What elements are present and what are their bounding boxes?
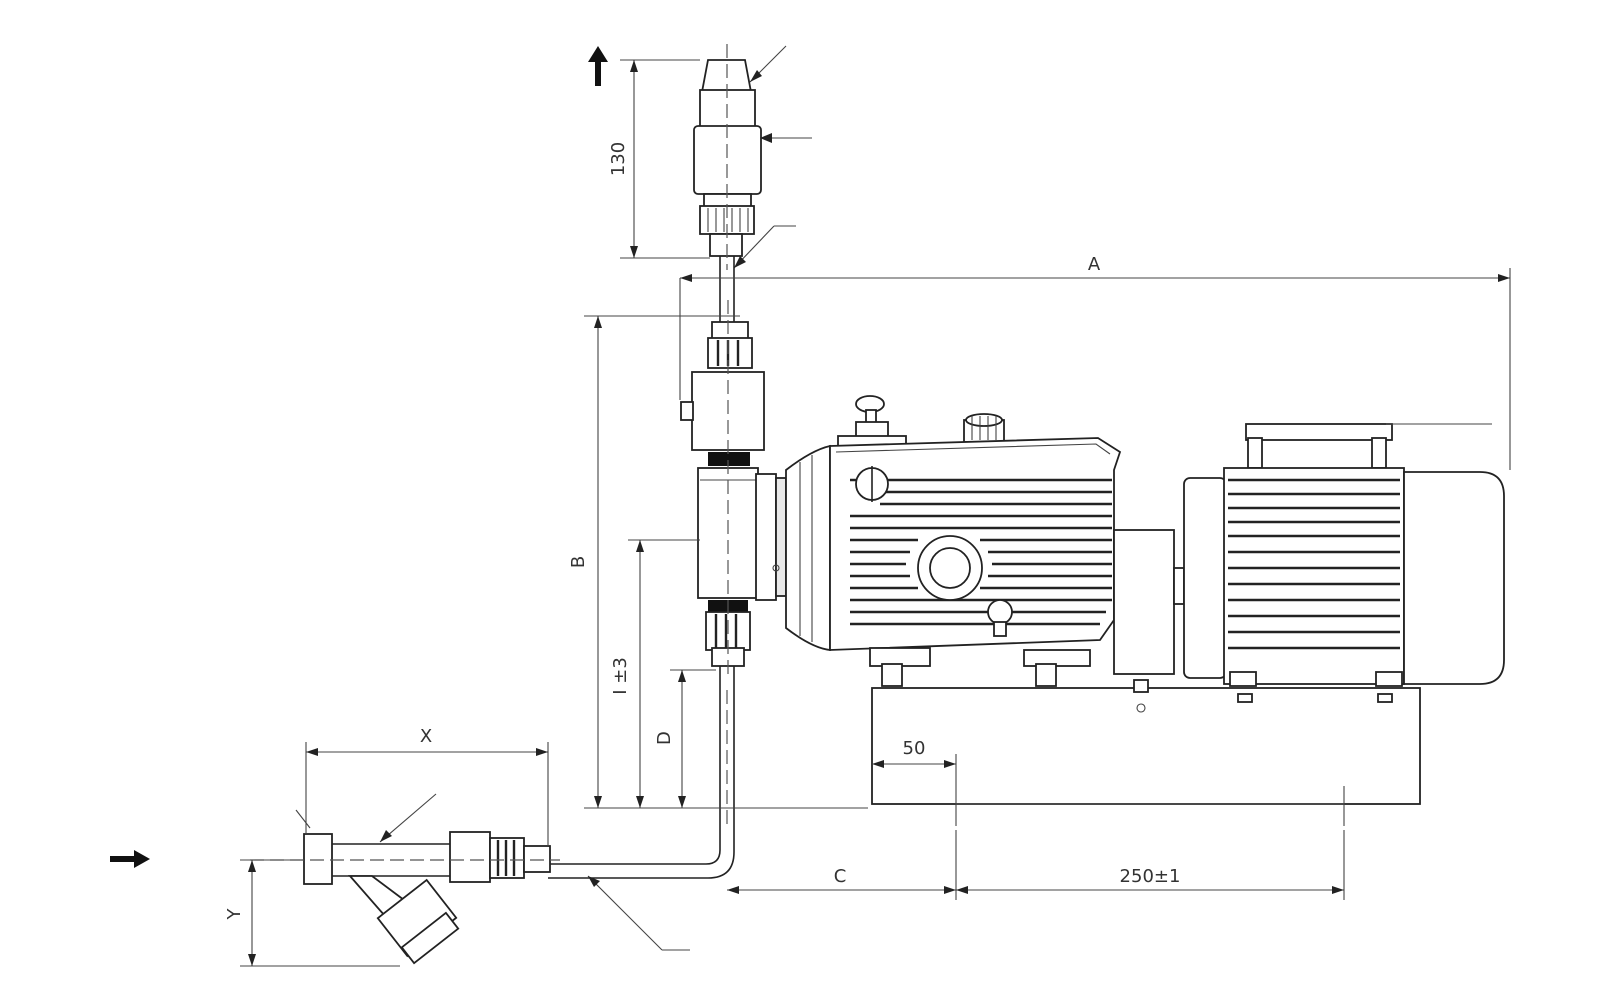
dimension-label-Y: Y <box>224 908 245 921</box>
dimension-label-B: B <box>568 556 589 568</box>
dimension-label-X: X <box>420 726 432 747</box>
electric-motor <box>1183 423 1505 687</box>
suction-pipe <box>548 666 735 951</box>
dimension-B: B <box>568 315 740 808</box>
foot-valve-strainer <box>250 793 560 965</box>
dimension-50: 50 <box>872 738 957 826</box>
motor-fins <box>1228 478 1400 650</box>
gearbox-fins <box>850 478 1112 626</box>
dimension-I: I ±3 <box>610 539 700 808</box>
pump-head <box>680 256 787 680</box>
dimension-label-50: 50 <box>903 738 926 759</box>
base-plate <box>871 679 1421 805</box>
dimension-Y: Y <box>224 859 400 967</box>
foot-hole-centerline <box>956 786 1345 826</box>
dimension-A: A <box>679 254 1511 470</box>
dimension-label-D: D <box>654 731 675 745</box>
dimension-130: 130 <box>608 59 710 259</box>
dimension-D: D <box>654 669 716 808</box>
drive-housing <box>785 395 1185 687</box>
outlet-up-arrow <box>588 46 608 86</box>
dimension-label-A: A <box>1088 254 1101 275</box>
discharge-valve <box>693 44 812 270</box>
dimension-250: 250±1 <box>956 866 1344 894</box>
dimension-label-250: 250±1 <box>1120 866 1181 887</box>
inlet-right-arrow <box>110 850 150 868</box>
dimension-label-130: 130 <box>608 142 629 176</box>
dimension-X: X <box>305 726 549 846</box>
dimension-label-C: C <box>834 866 847 887</box>
dimension-C: C <box>727 830 1345 900</box>
dimension-label-I: I ±3 <box>610 657 631 695</box>
